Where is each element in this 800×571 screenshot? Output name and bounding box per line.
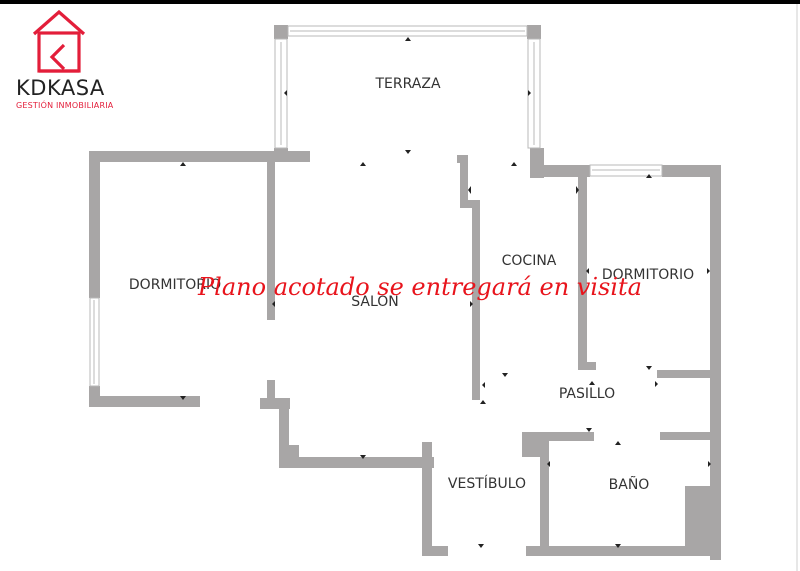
brand-name: KDKASA [16,76,105,100]
house-logo-icon [32,9,86,73]
room-label-dormitorio-2: DORMITORIO [601,267,695,283]
room-label-dormitorio-1: DORMITORIO [128,277,222,293]
room-label-terraza: TERRAZA [375,76,441,92]
brand-subtitle: GESTIÓN INMOBILIARIA [16,101,114,110]
brand-logo: KDKASA GESTIÓN INMOBILIARIA [6,6,126,110]
walls [89,25,721,560]
top-border [0,0,800,4]
room-label-bano: BAÑO [608,477,650,493]
room-label-vestibulo: VESTÍBULO [447,476,527,492]
watermark-text: Plano acotado se entregará en visita [198,273,642,301]
windows [89,25,663,387]
room-label-salon: SALON [351,294,399,310]
room-label-cocina: COCINA [501,253,557,269]
room-label-pasillo: PASILLO [558,386,616,402]
dimension-markers [180,37,711,548]
